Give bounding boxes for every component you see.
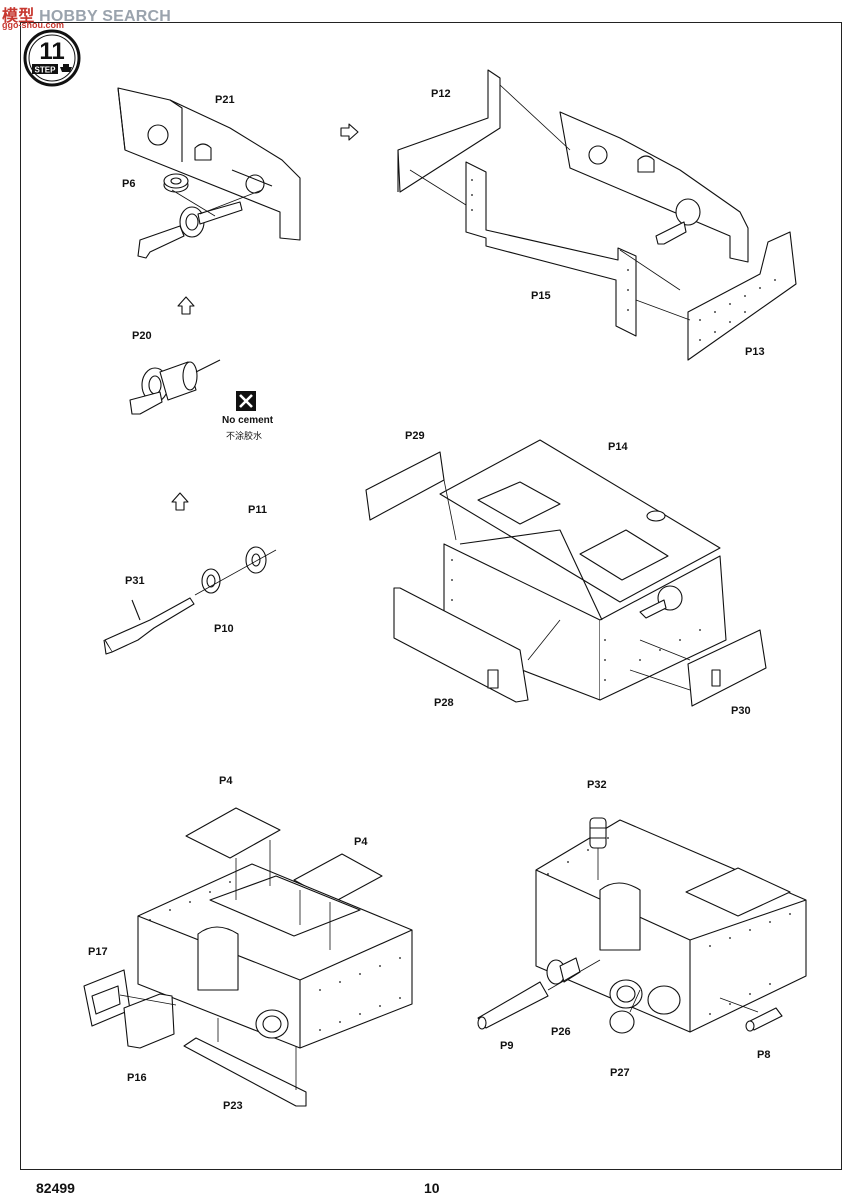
part-label-p28: P28 <box>434 697 454 709</box>
subassembly-p9 <box>477 981 549 1030</box>
subassembly-p15 <box>465 161 637 337</box>
subassembly-p13 <box>687 231 797 361</box>
watermark-en: HOBBY SEARCH <box>39 8 171 25</box>
product-code: 82499 <box>36 1180 75 1196</box>
no-cement-label-cn: 不涂胶水 <box>226 432 263 442</box>
part-label-p17: P17 <box>88 946 108 958</box>
subassembly-p12 <box>397 69 501 193</box>
step-badge: 11 STEP <box>23 29 81 87</box>
subassembly-p28 <box>393 587 529 703</box>
subassembly-p30 <box>687 629 767 707</box>
subassembly-p6-wheel <box>163 173 189 193</box>
subassembly-p31 <box>103 597 195 655</box>
subassembly-p26 <box>546 957 581 985</box>
part-label-p9: P9 <box>500 1040 514 1052</box>
part-label-p12: P12 <box>431 88 451 100</box>
no-cement-label: No cement <box>222 415 274 426</box>
subassembly-p23 <box>183 1037 307 1107</box>
part-label-p23: P23 <box>223 1100 243 1112</box>
watermark-url: ggo-shou.com <box>2 20 64 30</box>
part-label-p6: P6 <box>122 178 136 190</box>
part-label-p31: P31 <box>125 575 145 587</box>
page-number: 10 <box>424 1180 440 1196</box>
part-label-p8: P8 <box>757 1049 771 1061</box>
subassembly-p10-wheel <box>201 568 221 594</box>
subassembly-p14 <box>439 439 721 603</box>
subassembly-p20 <box>129 359 221 415</box>
step-label: STEP <box>35 66 57 75</box>
subassembly-p27 <box>609 1010 635 1034</box>
part-label-p16: P16 <box>127 1072 147 1084</box>
part-label-p27: P27 <box>610 1067 630 1079</box>
part-label-p20: P20 <box>132 330 152 342</box>
subassembly-p8 <box>745 1007 783 1032</box>
subassembly-p17 <box>83 969 131 1027</box>
subassembly-lower-hull-left <box>137 863 413 1049</box>
page-frame <box>20 22 842 1170</box>
part-label-p21: P21 <box>215 94 235 106</box>
subassembly-p29 <box>365 451 445 521</box>
subassembly-p12-assembled-wall <box>559 111 749 263</box>
subassembly-p21-shaft <box>137 201 243 259</box>
subassembly-p21 <box>117 87 301 241</box>
subassembly-hull-box <box>443 529 727 701</box>
part-label-p11: P11 <box>248 504 267 516</box>
subassembly-lower-hull-right <box>535 819 807 1033</box>
part-label-p30: P30 <box>731 705 751 717</box>
part-label-p15: P15 <box>531 290 551 302</box>
part-label-p10: P10 <box>214 623 234 635</box>
subassembly-p32 <box>589 817 607 849</box>
no-cement-icon <box>236 391 256 411</box>
subassembly-p16 <box>123 993 175 1049</box>
part-label-p4-left: P4 <box>219 775 233 787</box>
watermark-logo: 模型 HOBBY SEARCH <box>2 2 171 26</box>
part-label-p29: P29 <box>405 430 425 442</box>
part-label-p32: P32 <box>587 779 607 791</box>
subassembly-p11-wheel <box>245 546 267 574</box>
part-label-p26: P26 <box>551 1026 571 1038</box>
subassembly-p4-hatch-left <box>185 807 281 859</box>
watermark-cn: 模型 <box>2 8 35 25</box>
part-label-p13: P13 <box>745 346 765 358</box>
part-label-p14: P14 <box>608 441 628 453</box>
step-number: 11 <box>39 38 64 65</box>
part-label-p4-right: P4 <box>354 836 368 848</box>
